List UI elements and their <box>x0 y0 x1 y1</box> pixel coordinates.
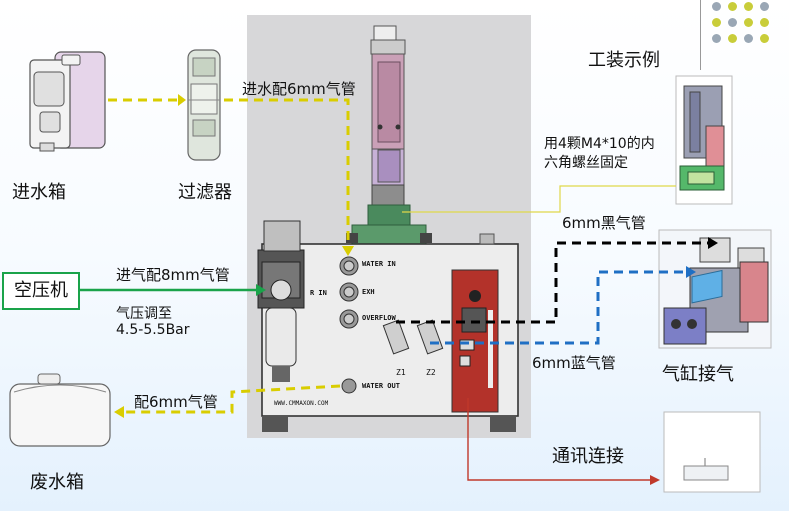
blue-pipe-label: 6mm蓝气管 <box>532 354 616 372</box>
black-pipe-label: 6mm黑气管 <box>562 214 646 232</box>
port-air-in: R IN <box>310 289 327 297</box>
inlet-tank-label: 进水箱 <box>12 182 66 203</box>
compressor-label: 空压机 <box>2 272 80 310</box>
panel-fittings <box>339 256 444 394</box>
website-text: WWW.CMMAXON.COM <box>274 400 329 407</box>
pressure-label-line2: 4.5-5.5Bar <box>116 322 190 338</box>
pipe-water-out-waste <box>122 384 341 414</box>
inlet-pipe-label: 进水配6mm气管 <box>242 80 356 98</box>
fixture-pointer-line <box>402 185 676 213</box>
port-exh: EXH <box>362 288 375 296</box>
port-z1: Z1 <box>396 368 406 377</box>
air-regulator <box>257 220 305 382</box>
waste-tank-image <box>9 373 111 447</box>
fixture-note-line2: 六角螺丝固定 <box>544 155 628 171</box>
pipe-blue <box>430 270 688 345</box>
fixture-example-image <box>675 75 733 205</box>
comm-label: 通讯连接 <box>552 446 624 467</box>
controller-pcb <box>451 269 499 413</box>
inlet-tank-image <box>29 51 106 152</box>
fixture-note-line1: 用4颗M4*10的内 <box>544 136 655 152</box>
waste-pipe-label: 配6mm气管 <box>134 393 218 411</box>
air-inlet-label: 进气配8mm气管 <box>116 266 230 284</box>
decorative-vline <box>700 0 701 70</box>
filter-image <box>187 49 221 161</box>
waste-tank-label: 废水箱 <box>30 472 84 493</box>
port-water-in: WATER IN <box>362 260 396 268</box>
port-overflow: OVERFLOW <box>362 314 396 322</box>
port-z2: Z2 <box>426 368 436 377</box>
pressure-label-line1: 气压调至 <box>116 306 172 322</box>
comm-line <box>467 398 654 481</box>
pipe-black <box>396 241 710 324</box>
z-axis-column <box>346 25 432 246</box>
port-water-out: WATER OUT <box>362 382 400 390</box>
computer-image <box>663 269 761 493</box>
cylinder-air-label: 气缸接气 <box>662 364 734 385</box>
fixture-example-title: 工装示例 <box>588 50 660 71</box>
pipe-filter-water-in <box>224 98 350 248</box>
filter-label: 过滤器 <box>178 182 232 203</box>
